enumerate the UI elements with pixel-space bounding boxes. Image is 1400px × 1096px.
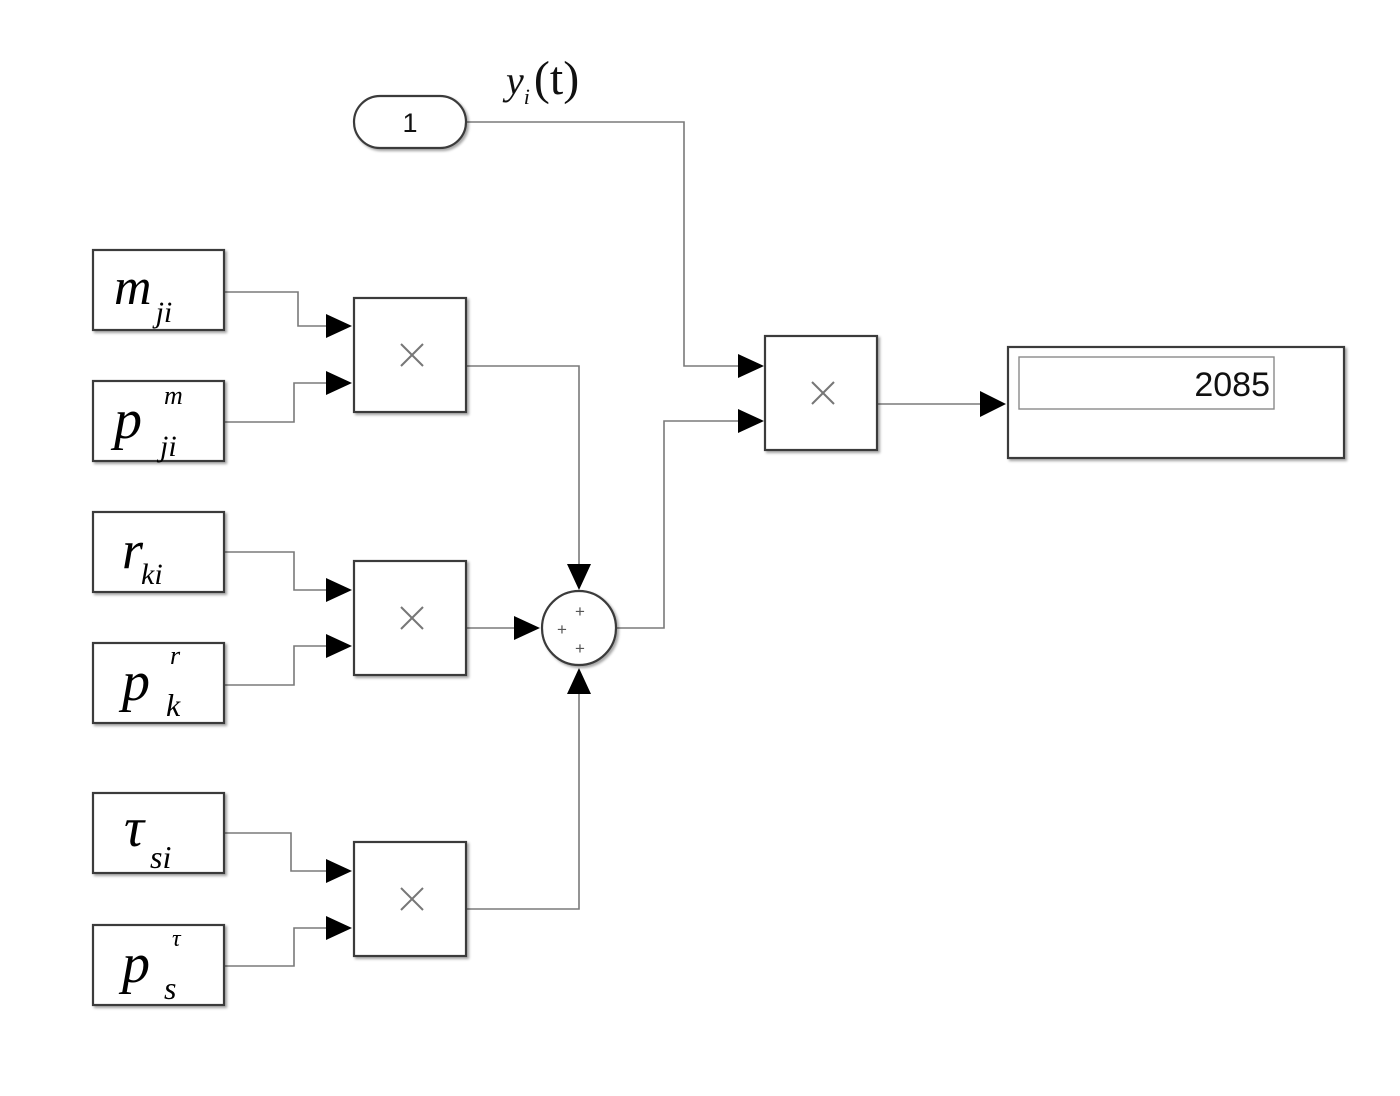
svg-text:s: s bbox=[164, 970, 176, 1006]
wire-sum-to-product4[interactable] bbox=[617, 420, 738, 629]
sum-sign-top: + bbox=[575, 602, 585, 621]
arrow-icon bbox=[567, 668, 591, 694]
svg-text:τsi: τsi bbox=[124, 797, 171, 875]
wire-p-ji-m[interactable] bbox=[225, 382, 326, 423]
signal-arg: (t) bbox=[534, 52, 579, 105]
arrow-icon bbox=[567, 564, 591, 590]
product-block-4[interactable] bbox=[763, 334, 879, 452]
arrow-icon bbox=[326, 314, 352, 338]
svg-text:m: m bbox=[164, 381, 183, 410]
wire-r-ki[interactable] bbox=[225, 551, 326, 591]
sum-block[interactable]: + + + bbox=[540, 589, 618, 667]
signal-label-y-i-t: yi(t) bbox=[502, 52, 579, 109]
svg-text:r: r bbox=[170, 641, 181, 670]
constant-block-p-k-r[interactable]: p r k bbox=[91, 641, 226, 725]
arrow-icon bbox=[326, 371, 352, 395]
svg-text:p: p bbox=[118, 933, 150, 995]
wire-tau-si[interactable] bbox=[225, 832, 326, 872]
arrow-icon bbox=[326, 859, 352, 883]
signal-name: y bbox=[502, 58, 524, 103]
arrow-icon bbox=[326, 634, 352, 658]
signal-sub: i bbox=[524, 84, 530, 109]
wire-product1-to-sum[interactable] bbox=[467, 365, 580, 564]
arrow-icon bbox=[326, 578, 352, 602]
arrow-icon bbox=[738, 409, 764, 433]
sum-sign-left: + bbox=[557, 620, 567, 639]
svg-text:τ: τ bbox=[172, 926, 182, 952]
wire-p-k-r[interactable] bbox=[225, 645, 326, 686]
product-block-1[interactable] bbox=[352, 296, 468, 414]
multiply-icon bbox=[400, 606, 424, 630]
svg-text:p: p bbox=[110, 389, 142, 451]
constant-block-r-ki[interactable]: rki bbox=[91, 510, 226, 594]
arrowheads bbox=[326, 314, 1006, 940]
arrow-icon bbox=[326, 916, 352, 940]
wire-m-ji[interactable] bbox=[225, 291, 326, 327]
svg-text:rki: rki bbox=[122, 520, 163, 591]
svg-text:ji: ji bbox=[156, 430, 177, 463]
wire-p-s-tau[interactable] bbox=[225, 927, 326, 967]
inport-number: 1 bbox=[402, 108, 417, 138]
multiply-icon bbox=[400, 343, 424, 367]
wire-inport-to-product4[interactable] bbox=[467, 121, 738, 367]
display-value-field bbox=[1018, 356, 1275, 410]
product-block-3[interactable] bbox=[352, 840, 468, 958]
sum-sign-bottom: + bbox=[575, 639, 585, 658]
multiply-icon bbox=[811, 381, 835, 405]
multiply-icon bbox=[400, 887, 424, 911]
arrow-icon bbox=[738, 354, 764, 378]
constant-block-p-s-tau[interactable]: p τ s bbox=[91, 923, 226, 1007]
svg-text:k: k bbox=[166, 687, 181, 723]
svg-text:p: p bbox=[118, 651, 150, 713]
wire-product3-to-sum[interactable] bbox=[467, 694, 580, 910]
constant-block-p-ji-m[interactable]: p m ji bbox=[91, 379, 226, 463]
signal-lines bbox=[225, 121, 980, 967]
inport-block[interactable]: 1 bbox=[352, 94, 468, 150]
svg-text:mji: mji bbox=[114, 259, 172, 329]
display-value: 2085 bbox=[1194, 366, 1270, 404]
svg-text:yi(t): yi(t) bbox=[502, 52, 579, 109]
arrow-icon bbox=[514, 616, 540, 640]
product-block-2[interactable] bbox=[352, 559, 468, 677]
display-block[interactable]: 2085 bbox=[1006, 345, 1346, 460]
arrow-icon bbox=[980, 391, 1006, 417]
